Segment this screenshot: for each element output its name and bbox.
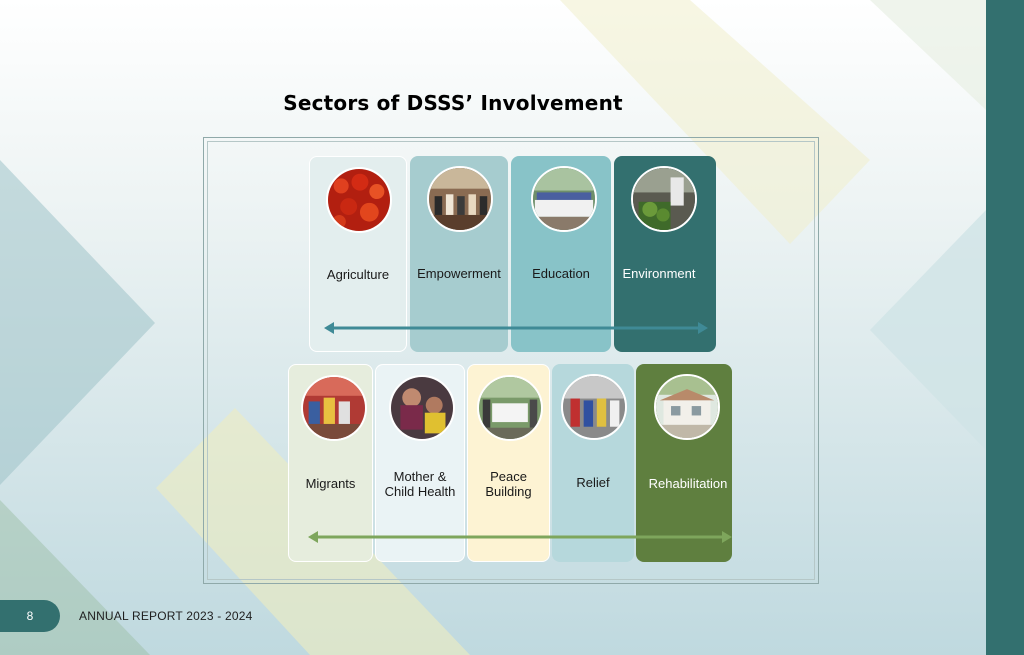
row1-double-arrow: [324, 322, 708, 334]
sector-card-agriculture: Agriculture: [309, 156, 407, 352]
mother-child-health-photo: [389, 375, 455, 441]
content-frame-outer: [203, 137, 819, 584]
content-frame-inner: [207, 141, 815, 580]
migrants-photo: [301, 375, 367, 441]
footer-report-title: ANNUAL REPORT 2023 - 2024: [79, 609, 253, 623]
sector-card-migrants: Migrants: [288, 364, 373, 562]
environment-photo: [631, 166, 697, 232]
rehabilitation-photo: [654, 374, 720, 440]
education-photo: [531, 166, 597, 232]
sector-card-peace-building: Peace Building: [467, 364, 550, 562]
sector-label-peace-building: Peace Building: [485, 469, 532, 499]
empowerment-photo: [427, 166, 493, 232]
page-number-badge: 8: [0, 600, 60, 632]
agriculture-photo: [326, 167, 392, 233]
right-accent-bar: [986, 0, 1024, 655]
sector-label-environment: Environment: [622, 266, 696, 281]
page-title: Sectors of DSSS’ Involvement: [283, 91, 623, 115]
sector-label-agriculture: Agriculture: [326, 267, 390, 282]
sector-card-mother-child-health: Mother & Child Health: [375, 364, 465, 562]
sector-label-mother-child-health: Mother & Child Health: [384, 469, 456, 499]
peace-building-photo: [477, 375, 543, 441]
row2-double-arrow: [308, 531, 732, 543]
sector-label-empowerment: Empowerment: [417, 266, 501, 281]
sector-card-environment: Environment: [614, 156, 716, 352]
sector-label-migrants: Migrants: [305, 476, 356, 491]
sector-label-relief: Relief: [576, 475, 610, 490]
sector-card-relief: Relief: [552, 364, 634, 562]
sector-label-education: Education: [532, 266, 590, 281]
sector-card-education: Education: [511, 156, 611, 352]
sector-card-empowerment: Empowerment: [410, 156, 508, 352]
relief-photo: [561, 374, 627, 440]
sector-label-rehabilitation: Rehabilitation: [648, 476, 728, 491]
sector-card-rehabilitation: Rehabilitation: [636, 364, 732, 562]
